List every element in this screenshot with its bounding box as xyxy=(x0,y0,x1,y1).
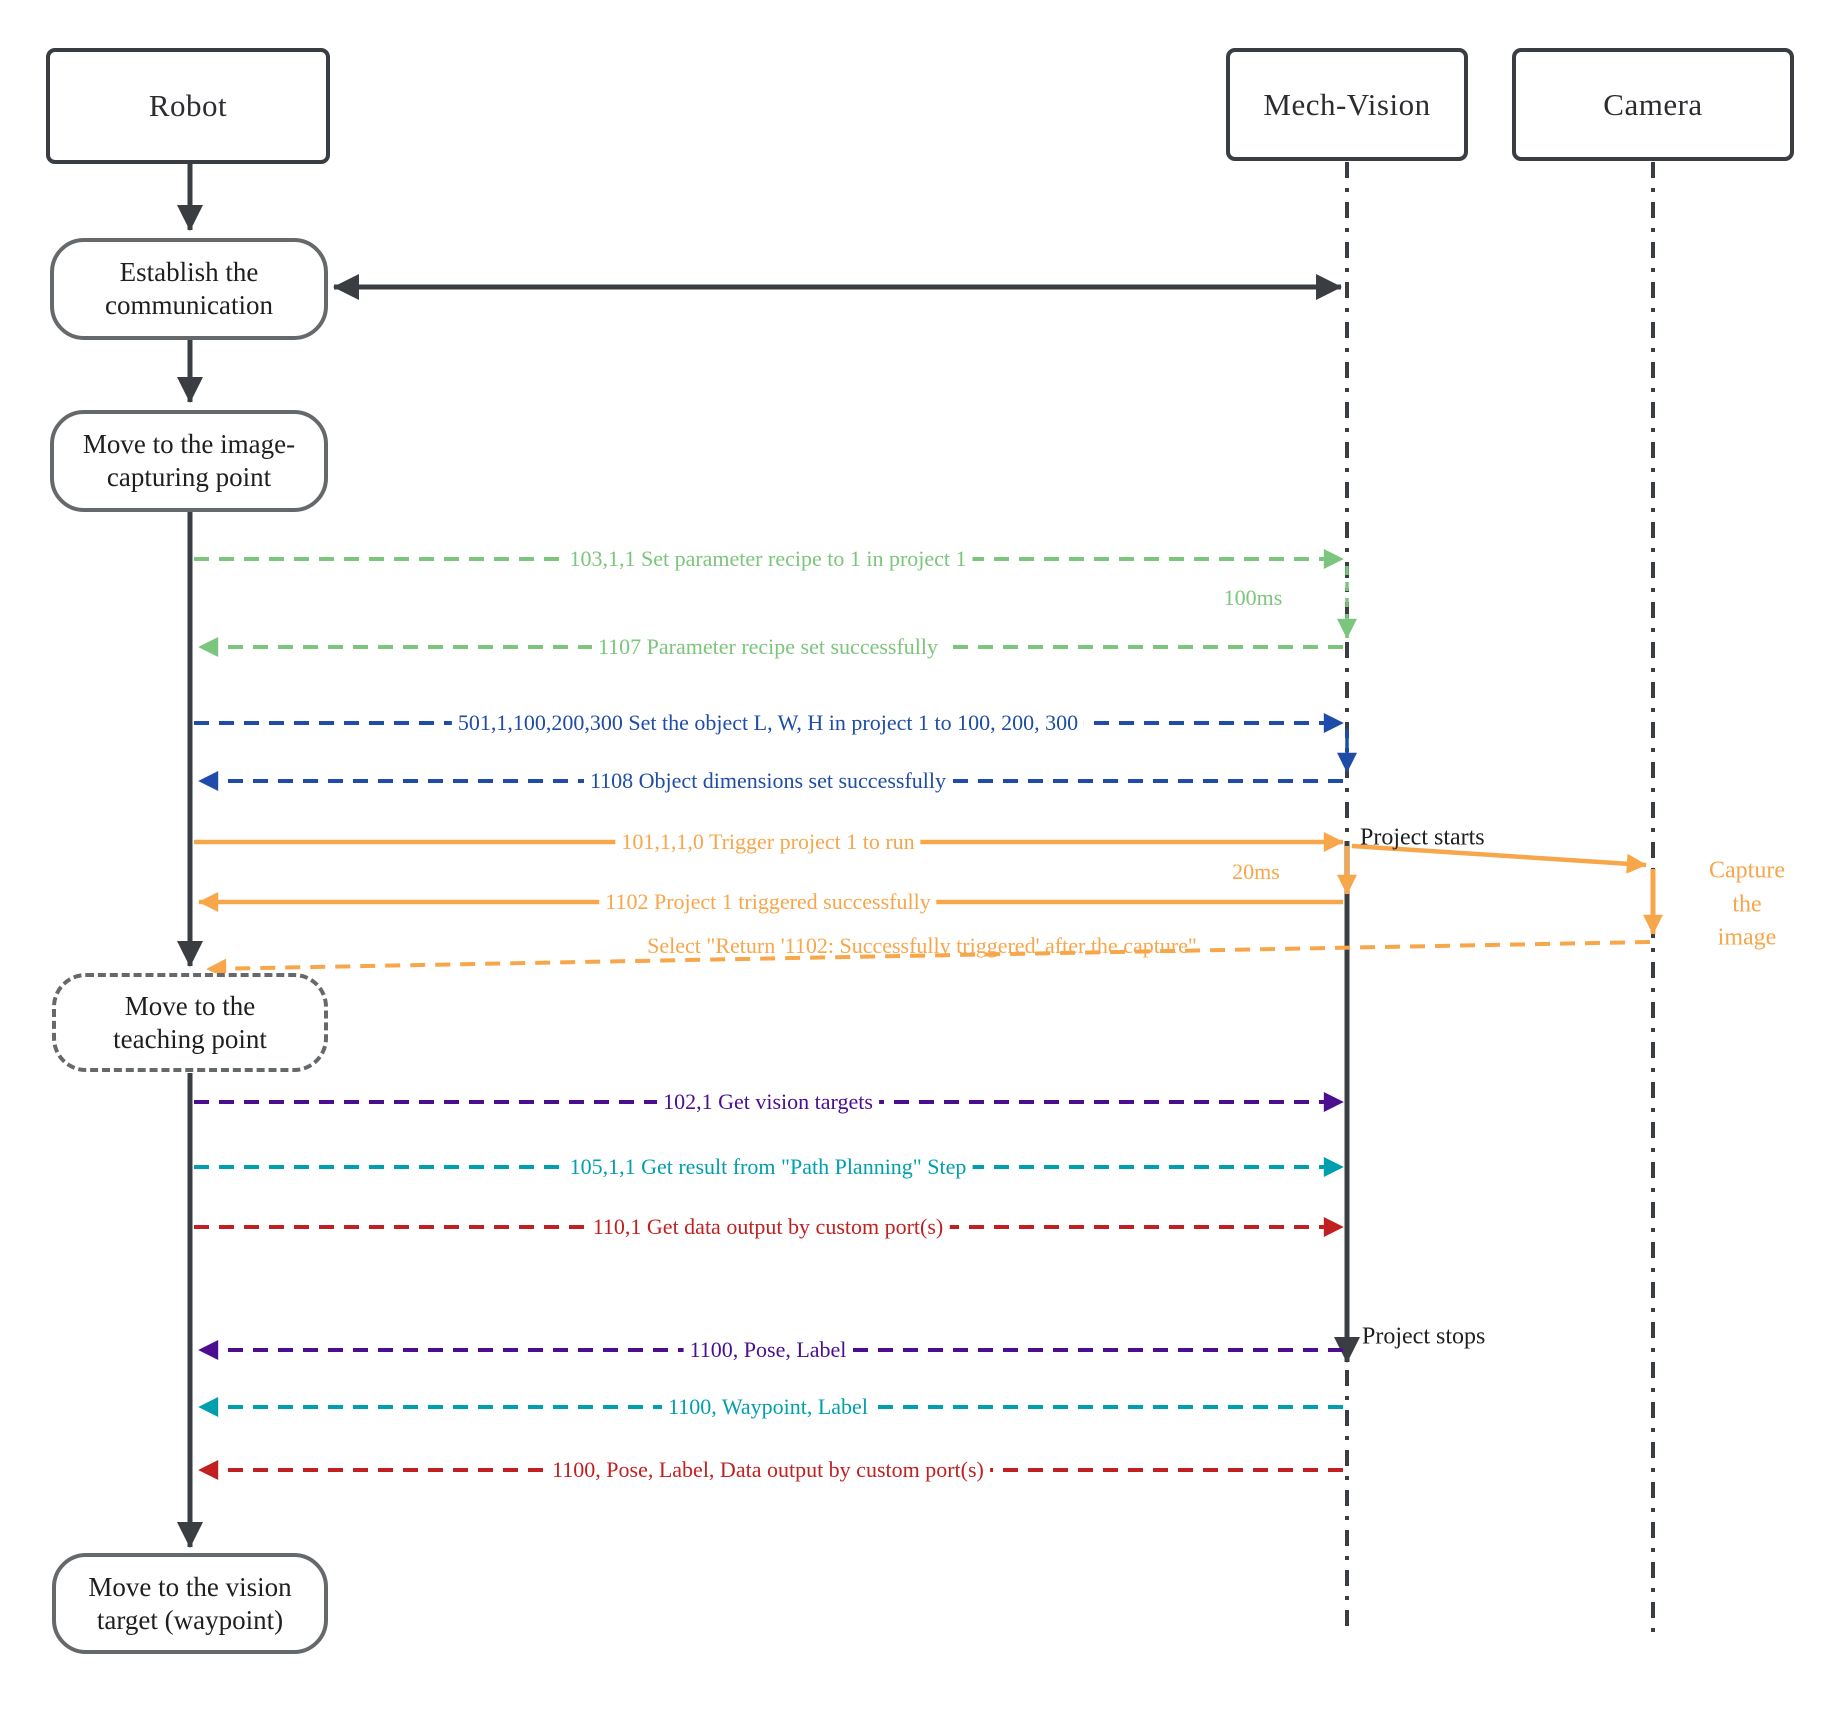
message-get-vision-targets-label: 102,1 Get vision targets xyxy=(657,1089,879,1115)
message-dimensions-ok-label: 1108 Object dimensions set successfully xyxy=(583,768,953,794)
message-set-dimensions-label: 501,1,100,200,300 Set the object L, W, H… xyxy=(451,710,1085,736)
flow-node-label: Move to the vision target (waypoint) xyxy=(88,1571,292,1635)
delay-20ms-label: 20ms xyxy=(1232,859,1280,884)
flow-node-label: Move to the image- capturing point xyxy=(82,429,296,492)
message-custom-port-data-label: 1100, Pose, Label, Data output by custom… xyxy=(546,1457,990,1483)
message-pose-label-label: 1100, Pose, Label xyxy=(683,1337,853,1363)
actor-box-robot: Robot xyxy=(46,48,330,164)
project-starts-label: Project starts xyxy=(1360,824,1485,851)
actor-label-camera: Camera xyxy=(1603,86,1703,122)
capture-the-image-label: Capture the image xyxy=(1709,857,1785,951)
message-get-custom-ports-label: 110,1 Get data output by custom port(s) xyxy=(586,1214,950,1240)
flow-node-establish-communication: Establish the communication xyxy=(50,238,328,340)
message-get-path-planning-label: 105,1,1 Get result from "Path Planning" … xyxy=(563,1154,973,1180)
actor-box-mech-vision: Mech-Vision xyxy=(1226,48,1468,161)
message-select-return-label: Select "Return '1102: Successfully trigg… xyxy=(647,933,1197,958)
message-trigger-ok-label: 1102 Project 1 triggered successfully xyxy=(599,889,937,915)
flow-node-label: Move to the teaching point xyxy=(113,990,267,1054)
actor-label-mech-vision: Mech-Vision xyxy=(1263,86,1431,122)
flow-node-move-to-teaching-point: Move to the teaching point xyxy=(52,973,328,1072)
project-start-to-camera-arrow xyxy=(1351,843,1647,874)
message-select-return-arrow xyxy=(206,940,1651,979)
actor-label-robot: Robot xyxy=(148,88,228,123)
flow-node-label: Establish the communication xyxy=(105,257,273,320)
flow-node-move-to-vision-target: Move to the vision target (waypoint) xyxy=(52,1553,328,1654)
message-waypoint-label-label: 1100, Waypoint, Label xyxy=(662,1394,874,1420)
delay-100ms-label: 100ms xyxy=(1223,585,1283,610)
project-stops-label: Project stops xyxy=(1362,1323,1486,1350)
flow-node-move-to-capture-point: Move to the image- capturing point xyxy=(50,410,328,512)
message-trigger-label: 101,1,1,0 Trigger project 1 to run xyxy=(615,829,921,855)
message-recipe-ok-label: 1107 Parameter recipe set successfully xyxy=(591,634,945,660)
actor-box-camera: Camera xyxy=(1512,48,1794,161)
message-set-recipe-label: 103,1,1 Set parameter recipe to 1 in pro… xyxy=(563,546,973,572)
